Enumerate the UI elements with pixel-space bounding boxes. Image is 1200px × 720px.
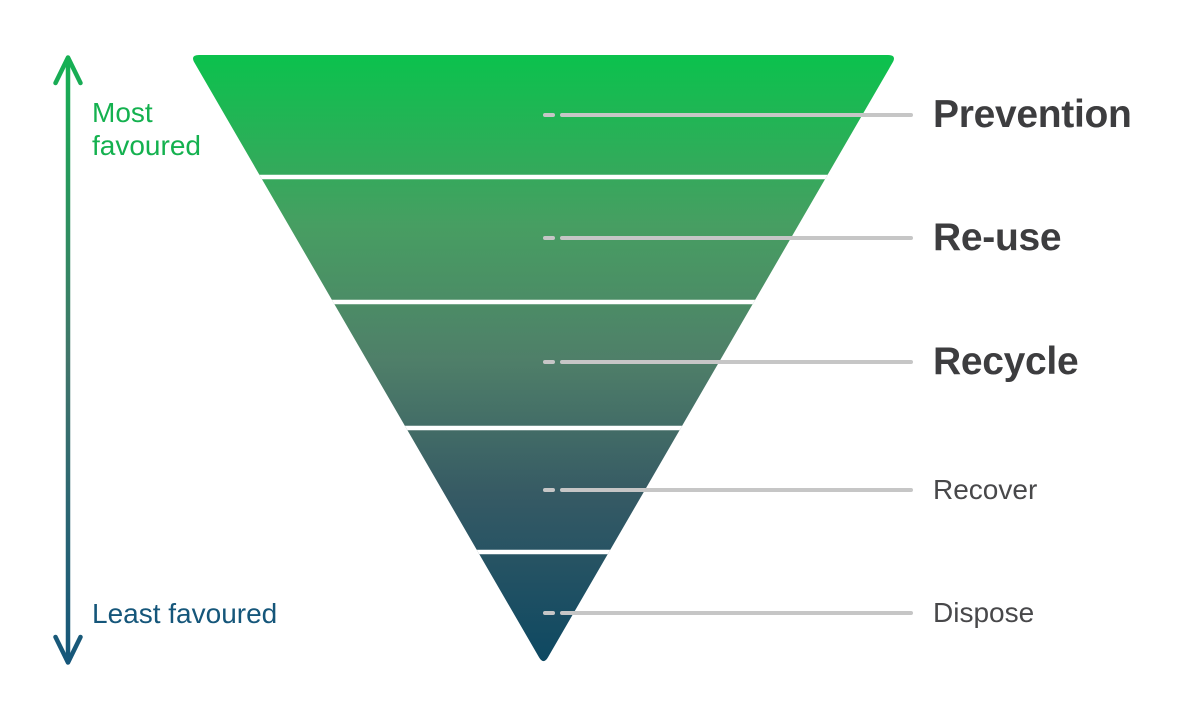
level-label-recover: Recover — [933, 474, 1038, 505]
level-label-reuse: Re-use — [933, 216, 1062, 259]
arrow-down-head — [53, 634, 83, 665]
arrow-up-head — [53, 55, 83, 86]
connector-lines — [543, 113, 913, 615]
favourability-arrow-icon — [53, 55, 83, 665]
level-label-prevention: Prevention — [933, 93, 1132, 136]
level-label-recycle: Recycle — [933, 340, 1079, 383]
most-favoured-label: Most favoured — [92, 97, 201, 161]
least-favoured-label: Least favoured — [92, 598, 278, 629]
pyramid-shape — [193, 55, 894, 662]
level-label-dispose: Dispose — [933, 597, 1035, 628]
